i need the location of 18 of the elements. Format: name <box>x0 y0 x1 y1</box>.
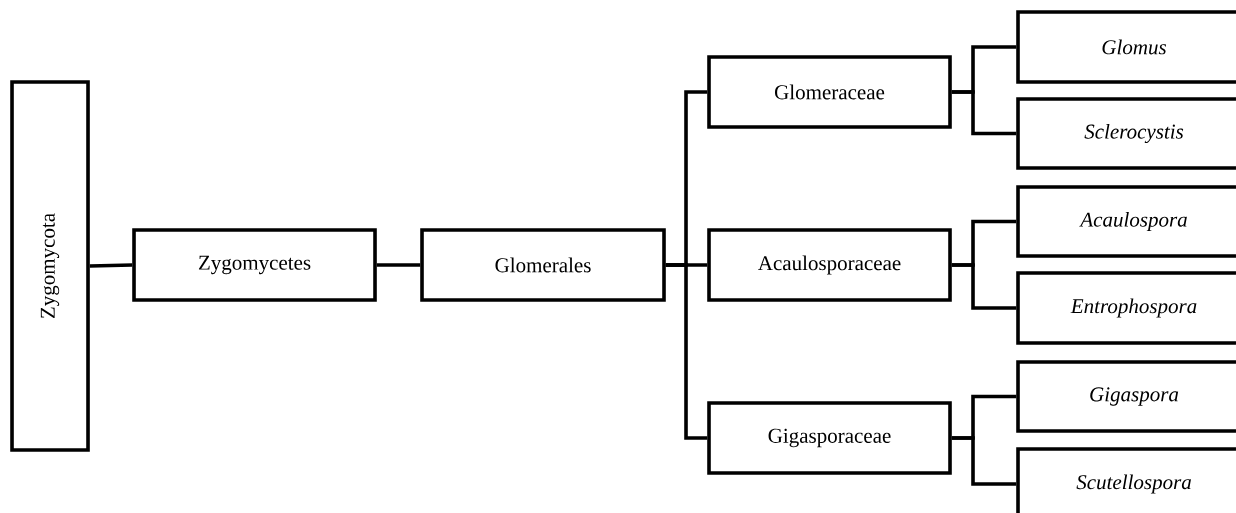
taxon-box: Zygomycetes <box>132 228 377 302</box>
genus-box: Gigaspora <box>1016 360 1236 433</box>
taxon-box: Acaulosporaceae <box>707 228 952 302</box>
connector <box>951 263 1017 310</box>
taxon-box: Gigasporaceae <box>707 401 952 475</box>
genus-box: Acaulospora <box>1016 185 1236 258</box>
connector <box>376 263 421 267</box>
taxon-box: Glomeraceae <box>707 55 952 129</box>
genus-box: Scutellospora <box>1016 447 1236 513</box>
connector <box>951 90 1017 136</box>
genus-box: Glomus <box>1016 10 1236 84</box>
connector <box>665 263 708 440</box>
genus-box: Entrophospora <box>1016 271 1236 345</box>
taxon-box: Glomerales <box>420 228 666 302</box>
taxon-box: Zygomycota <box>10 80 90 452</box>
connector <box>951 436 1017 486</box>
genus-box: Sclerocystis <box>1016 97 1236 170</box>
connector <box>89 263 133 268</box>
